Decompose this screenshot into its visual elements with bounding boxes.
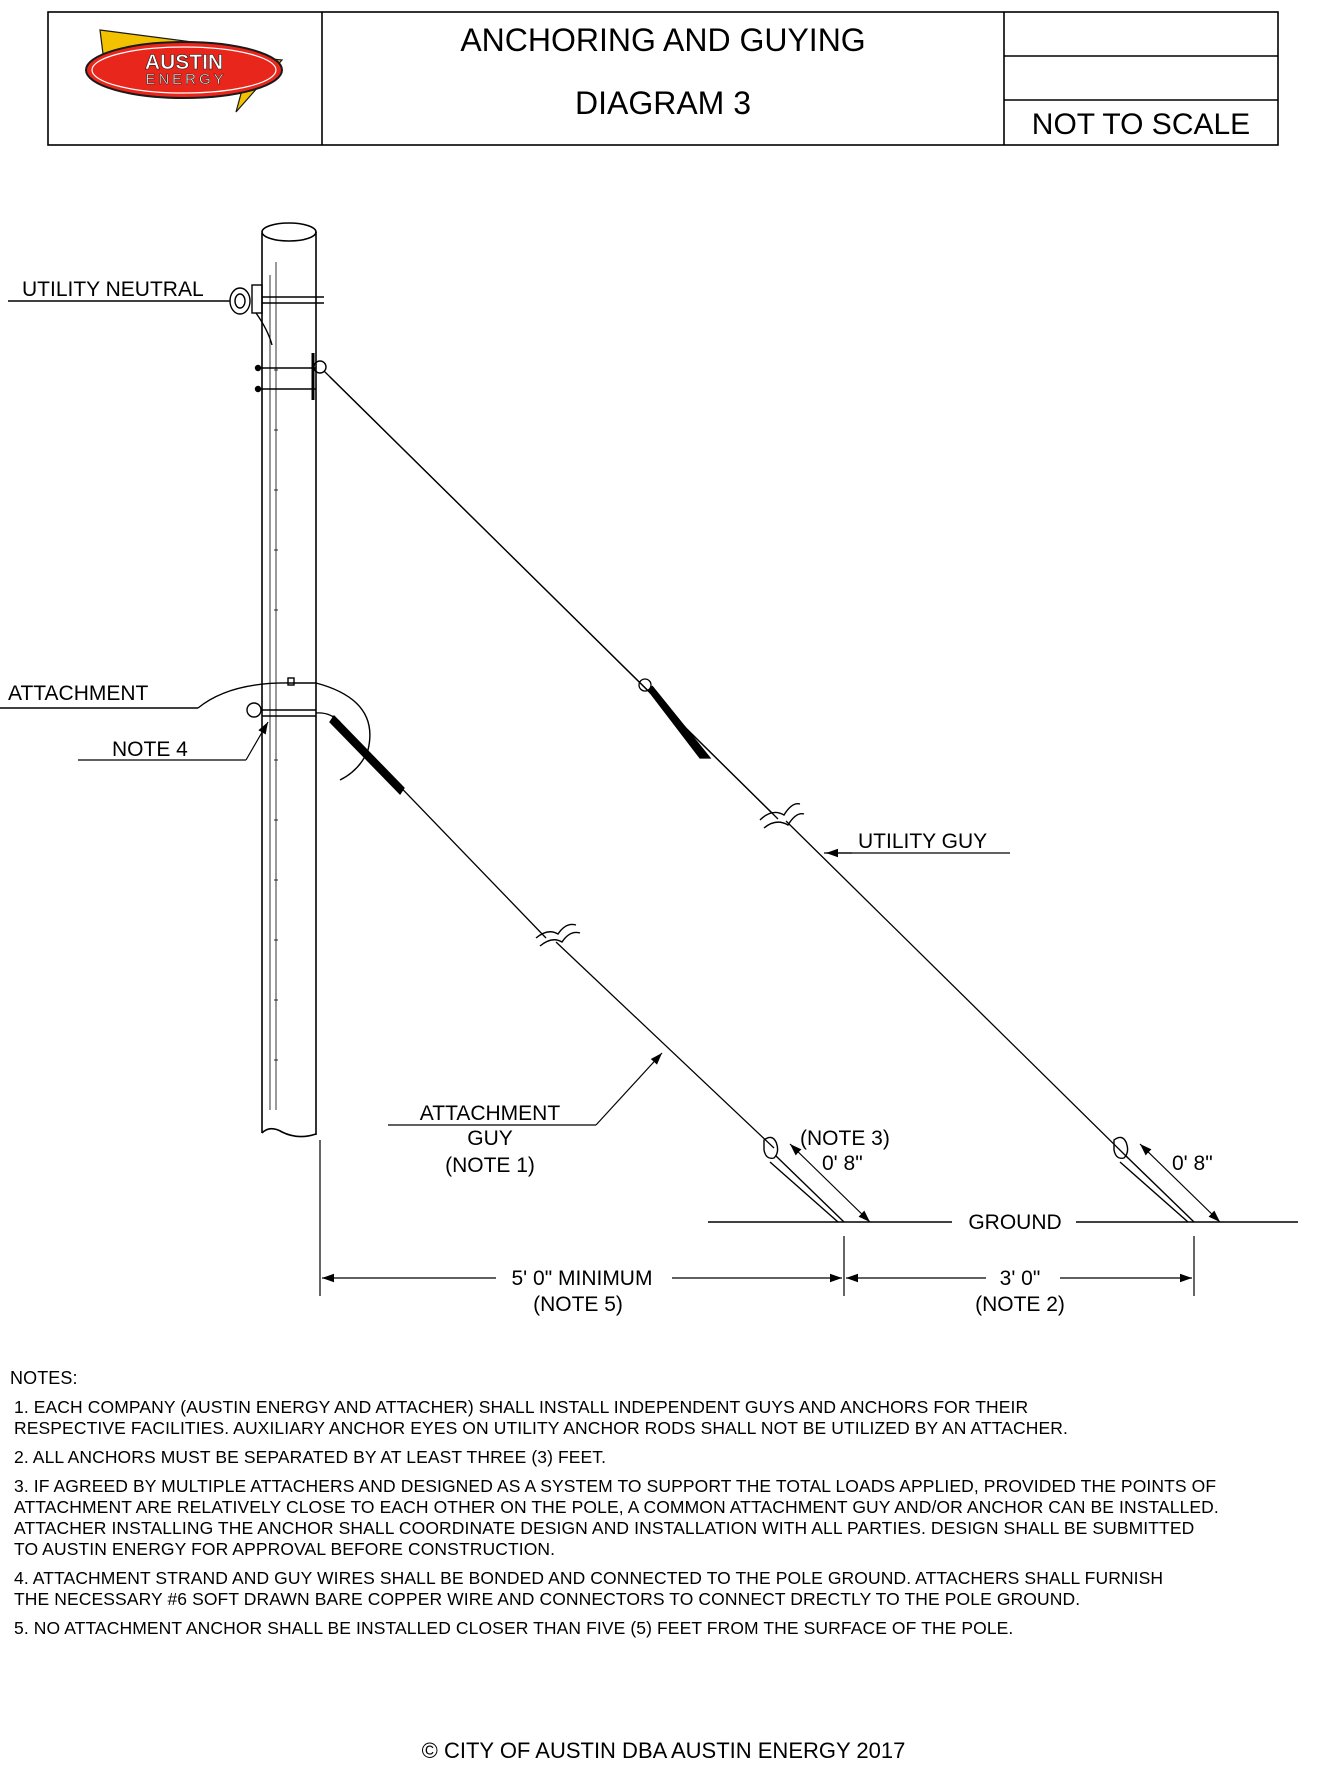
right-offset-label: 0' 8" [1172, 1152, 1213, 1175]
note-item-4: 4. ATTACHMENT STRAND AND GUY WIRES SHALL… [14, 1568, 1164, 1609]
utility-guy-clamp [254, 353, 327, 400]
note4-label: NOTE 4 [112, 738, 188, 761]
attachment-guy-wire [315, 712, 775, 1149]
dim-left-value: 5' 0" MINIMUM [512, 1267, 653, 1290]
attachment-offset-arrow [789, 1143, 871, 1223]
left-offset-label: 0' 8" [822, 1152, 863, 1175]
utility-anchor-rod [1113, 1136, 1195, 1223]
logo-text-austin: AUSTIN [145, 51, 223, 74]
note4-leader [78, 721, 269, 761]
attachment-guy-leader [388, 1052, 663, 1126]
notes-heading: NOTES: [10, 1368, 78, 1388]
attachment-guy-label-1: ATTACHMENT [420, 1102, 561, 1125]
utility-neutral-insulator [8, 284, 324, 346]
title-block [47, 11, 1279, 146]
pole-ground-ticks [274, 369, 278, 1061]
note-item-2: 2. ALL ANCHORS MUST BE SEPARATED BY AT L… [14, 1447, 607, 1467]
dim-right-value: 3' 0" [1000, 1267, 1041, 1290]
note-item-1: 1. EACH COMPANY (AUSTIN ENERGY AND ATTAC… [14, 1397, 1068, 1438]
title-line-2: DIAGRAM 3 [575, 85, 751, 121]
dim-left-note: (NOTE 5) [533, 1293, 623, 1316]
utility-pole [261, 222, 317, 1138]
note-item-3: 3. IF AGREED BY MULTIPLE ATTACHERS AND D… [14, 1476, 1219, 1559]
notes-section: NOTES: 1. EACH COMPANY (AUSTIN ENERGY AN… [10, 1368, 1320, 1647]
utility-guy-wire [323, 370, 1129, 1159]
copyright-line: © CITY OF AUSTIN DBA AUSTIN ENERGY 2017 [421, 1738, 906, 1763]
dim-right-note: (NOTE 2) [975, 1293, 1065, 1316]
attachment-guy-label-3: (NOTE 1) [445, 1154, 535, 1177]
logo-oval [85, 41, 283, 99]
utility-guy-label: UTILITY GUY [858, 830, 987, 853]
utility-neutral-label: UTILITY NEUTRAL [22, 278, 204, 301]
note3-label: (NOTE 3) [800, 1127, 890, 1150]
title-line-1: ANCHORING AND GUYING [460, 22, 865, 58]
attachment-label: ATTACHMENT [8, 682, 149, 705]
attachment-guy-label-2: GUY [467, 1127, 513, 1150]
attachment-bracket [0, 677, 371, 781]
austin-energy-logo: AUSTIN ENERGY [85, 29, 284, 113]
logo-text-energy: ENERGY [145, 71, 226, 88]
not-to-scale-label: NOT TO SCALE [1032, 108, 1250, 141]
dimension-lines [319, 1140, 1195, 1296]
ground-label: GROUND [968, 1211, 1061, 1234]
note-item-5: 5. NO ATTACHMENT ANCHOR SHALL BE INSTALL… [14, 1618, 1014, 1638]
utility-offset-arrow [1139, 1143, 1221, 1223]
attachment-anchor-rod [763, 1136, 845, 1223]
